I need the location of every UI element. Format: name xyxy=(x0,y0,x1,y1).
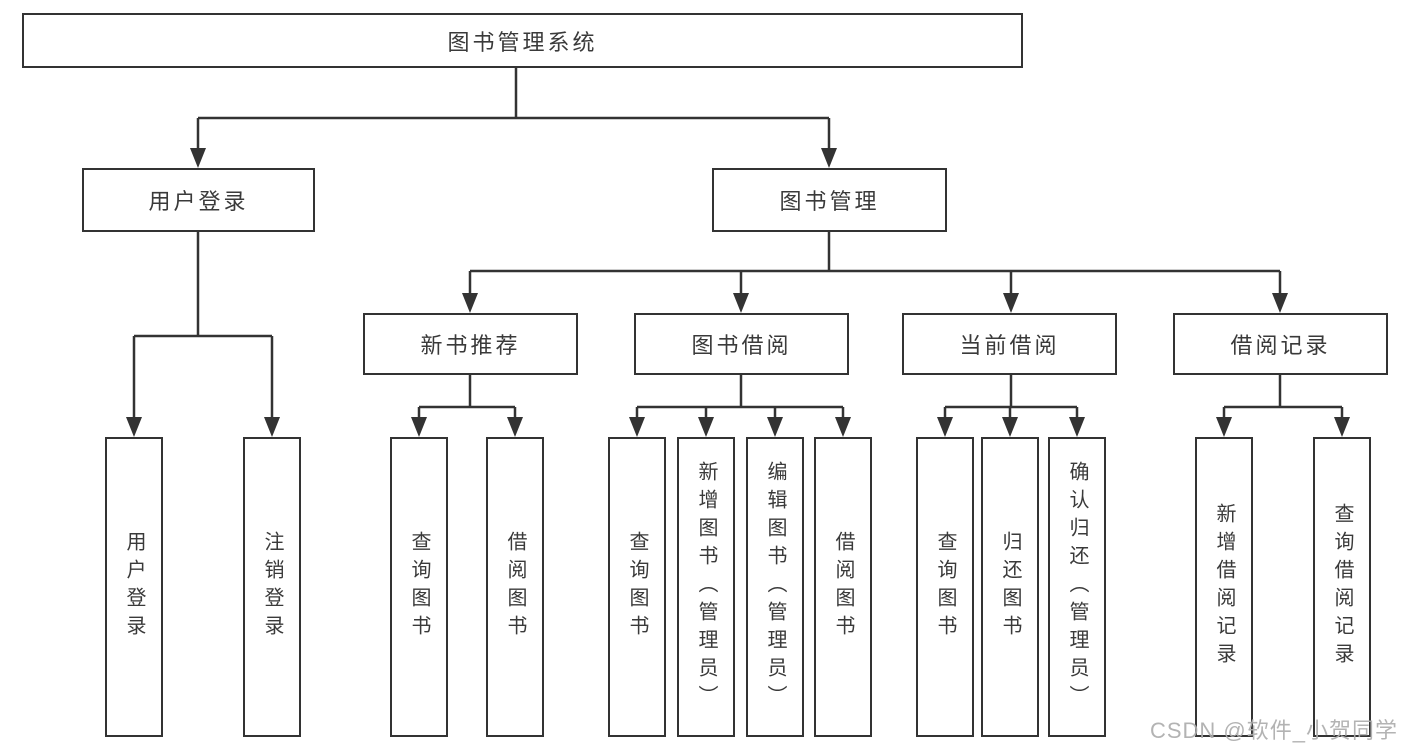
node-label: 查询图书 xyxy=(934,531,956,643)
node-library-management-system: 图书管理系统 xyxy=(22,13,1023,68)
node-label: 借阅记录 xyxy=(1230,333,1331,358)
leaf-user-login: 用户登录 xyxy=(105,437,163,737)
arrow-down-icon xyxy=(1002,417,1018,437)
node-user-login: 用户登录 xyxy=(82,168,315,232)
connector-new-book-branch xyxy=(417,375,517,420)
arrow-down-icon xyxy=(733,293,749,313)
arrow-down-icon xyxy=(1334,417,1350,437)
node-label: 查询借阅记录 xyxy=(1331,503,1353,671)
leaf-borrow-books-recommend: 借阅图书 xyxy=(486,437,544,737)
leaf-logout: 注销登录 xyxy=(243,437,301,737)
node-label: 用户登录 xyxy=(123,531,145,643)
connector-borrowing-records-branch xyxy=(1222,375,1344,420)
arrow-down-icon xyxy=(1216,417,1232,437)
connector-user-login-branch xyxy=(132,232,274,420)
leaf-add-borrow-record: 新增借阅记录 xyxy=(1195,437,1253,737)
node-label: 图书管理 xyxy=(779,189,880,214)
node-new-book-recommendation: 新书推荐 xyxy=(363,313,578,375)
node-current-borrowing: 当前借阅 xyxy=(902,313,1117,375)
arrow-down-icon xyxy=(126,417,142,437)
node-label: 归还图书 xyxy=(999,531,1021,643)
connector-current-borrowing-branch xyxy=(943,375,1079,420)
leaf-query-books-borrowing: 查询图书 xyxy=(608,437,666,737)
node-label: 查询图书 xyxy=(408,531,430,643)
arrowheads xyxy=(126,148,1350,437)
leaf-confirm-return-admin: 确认归还（管理员） xyxy=(1048,437,1106,737)
leaf-return-books: 归还图书 xyxy=(981,437,1039,737)
leaf-query-books-current: 查询图书 xyxy=(916,437,974,737)
csdn-watermark: CSDN @软件_小贺同学 xyxy=(1149,718,1398,743)
arrow-down-icon xyxy=(1272,293,1288,313)
node-book-borrowing: 图书借阅 xyxy=(634,313,849,375)
connector-strokes xyxy=(132,68,1344,420)
arrow-down-icon xyxy=(462,293,478,313)
node-label: 确认归还（管理员） xyxy=(1066,461,1088,713)
arrow-down-icon xyxy=(507,417,523,437)
node-borrowing-records: 借阅记录 xyxy=(1173,313,1388,375)
connector-book-borrowing-branch xyxy=(635,375,845,420)
node-label: 图书借阅 xyxy=(691,333,792,358)
arrow-down-icon xyxy=(821,148,837,168)
arrow-down-icon xyxy=(411,417,427,437)
arrow-down-icon xyxy=(1069,417,1085,437)
node-label: 注销登录 xyxy=(261,531,283,643)
leaf-borrow-books: 借阅图书 xyxy=(814,437,872,737)
arrow-down-icon xyxy=(1003,293,1019,313)
node-label: 图书管理系统 xyxy=(447,29,598,55)
node-label: 借阅图书 xyxy=(504,531,526,643)
arrow-down-icon xyxy=(698,417,714,437)
node-book-management: 图书管理 xyxy=(712,168,947,232)
arrow-down-icon xyxy=(937,417,953,437)
leaf-add-book-admin: 新增图书（管理员） xyxy=(677,437,735,737)
node-label: 借阅图书 xyxy=(832,531,854,643)
arrow-down-icon xyxy=(190,148,206,168)
leaf-query-books-recommend: 查询图书 xyxy=(390,437,448,737)
node-label: 编辑图书（管理员） xyxy=(764,461,786,713)
node-label: 新增借阅记录 xyxy=(1213,503,1235,671)
node-label: 用户登录 xyxy=(148,189,249,214)
arrow-down-icon xyxy=(835,417,851,437)
connector-root-to-level2 xyxy=(196,68,831,150)
arrow-down-icon xyxy=(629,417,645,437)
leaf-edit-book-admin: 编辑图书（管理员） xyxy=(746,437,804,737)
node-label: 当前借阅 xyxy=(959,333,1060,358)
node-label: 新书推荐 xyxy=(420,333,521,358)
node-label: 新增图书（管理员） xyxy=(695,461,717,713)
leaf-query-borrow-record: 查询借阅记录 xyxy=(1313,437,1371,737)
connector-book-management-branch xyxy=(468,232,1282,296)
node-label: 查询图书 xyxy=(626,531,648,643)
arrow-down-icon xyxy=(264,417,280,437)
arrow-down-icon xyxy=(767,417,783,437)
